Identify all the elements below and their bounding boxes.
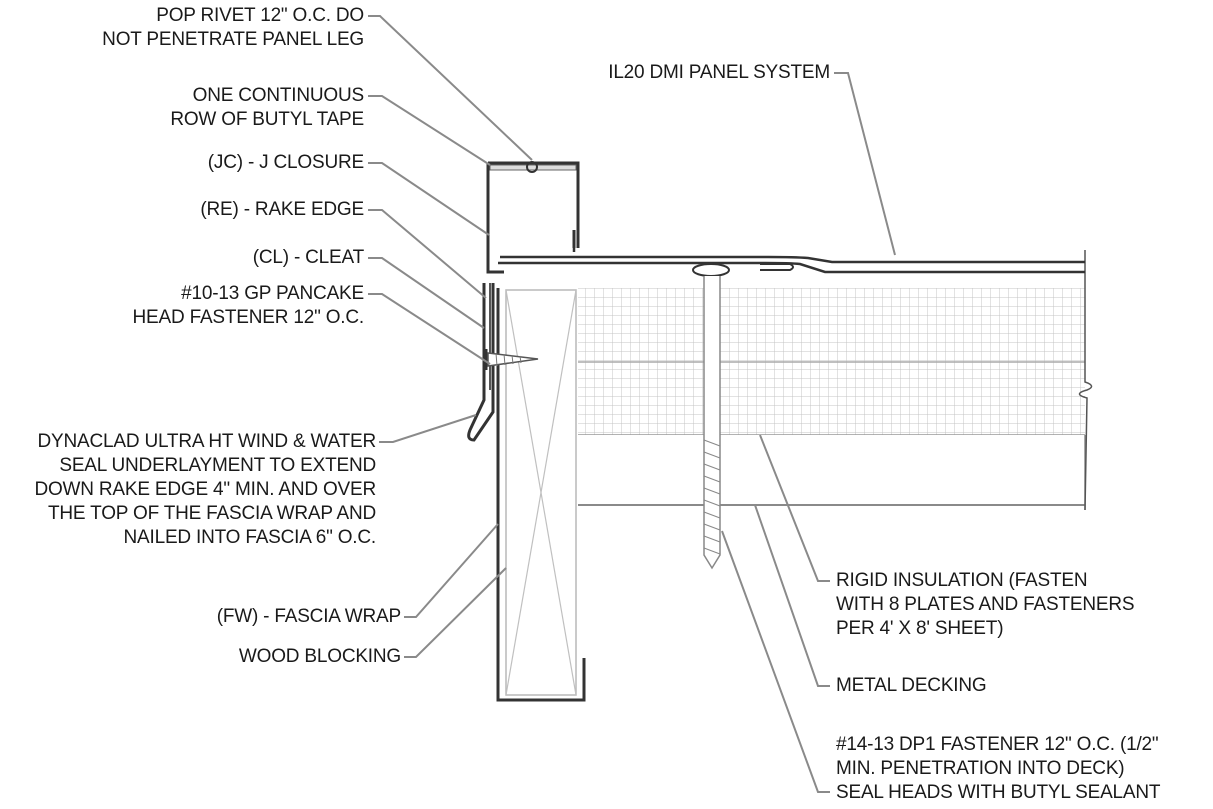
- fascia-wrap: [496, 288, 586, 702]
- rigid-insulation-line1: RIGID INSULATION (FASTEN: [836, 570, 1088, 591]
- butyl-tape-callout: ONE CONTINUOUS ROW OF BUTYL TAPE: [170, 84, 364, 132]
- rigid-insulation-line3: PER 4' X 8' SHEET): [836, 618, 1004, 639]
- rake-edge-callout: (RE) - RAKE EDGE: [200, 198, 364, 222]
- pop-rivet-callout: POP RIVET 12" O.C. DO NOT PENETRATE PANE…: [102, 4, 364, 52]
- wood-blocking-callout: WOOD BLOCKING: [239, 645, 401, 669]
- pop-rivet-line1: POP RIVET 12" O.C. DO: [156, 5, 364, 26]
- butyl-tape-line1: ONE CONTINUOUS: [192, 85, 365, 106]
- j-closure-callout: (JC) - J CLOSURE: [208, 151, 364, 175]
- underlayment-line2: SEAL UNDERLAYMENT TO EXTEND: [59, 455, 376, 476]
- rigid-insulation-callout: RIGID INSULATION (FASTEN WITH 8 PLATES A…: [836, 569, 1135, 641]
- fascia-wrap-callout: (FW) - FASCIA WRAP: [217, 605, 401, 629]
- underlayment-line3: DOWN RAKE EDGE 4" MIN. AND OVER: [34, 479, 376, 500]
- dp1-fastener-callout: #14-13 DP1 FASTENER 12" O.C. (1/2" MIN. …: [836, 733, 1161, 805]
- pancake-fastener-callout: #10-13 GP PANCAKE HEAD FASTENER 12" O.C.: [132, 282, 365, 330]
- metal-decking: [578, 435, 1086, 510]
- j-closure-label: (JC) - J CLOSURE: [207, 152, 364, 173]
- underlayment-line1: DYNACLAD ULTRA HT WIND & WATER: [37, 431, 377, 452]
- dp1-fastener: [692, 263, 730, 570]
- cleat-callout: (CL) - CLEAT: [253, 246, 364, 270]
- panel-system-label: IL20 DMI PANEL SYSTEM: [608, 62, 830, 83]
- j-closure: [486, 161, 580, 274]
- leader-lines: [368, 15, 896, 793]
- fascia-wrap-label: (FW) - FASCIA WRAP: [216, 606, 401, 627]
- pancake-fastener-line1: #10-13 GP PANCAKE: [181, 283, 364, 304]
- panel-system-callout: IL20 DMI PANEL SYSTEM: [608, 61, 830, 85]
- dp1-fastener-line1: #14-13 DP1 FASTENER 12" O.C. (1/2": [836, 734, 1159, 755]
- underlayment-callout: DYNACLAD ULTRA HT WIND & WATER SEAL UNDE…: [34, 430, 376, 550]
- pancake-head-fastener: [484, 349, 539, 370]
- dp1-fastener-line2: MIN. PENETRATION INTO DECK): [836, 758, 1125, 779]
- rake-edge-and-cleat: [467, 283, 495, 442]
- butyl-tape-and-rivet: [489, 161, 577, 173]
- rake-edge-label: (RE) - RAKE EDGE: [200, 199, 364, 220]
- cleat-label: (CL) - CLEAT: [252, 247, 364, 268]
- break-line: [1078, 250, 1093, 511]
- butyl-tape-line2: ROW OF BUTYL TAPE: [170, 109, 364, 130]
- metal-decking-callout: METAL DECKING: [836, 674, 987, 698]
- pop-rivet-line2: NOT PENETRATE PANEL LEG: [102, 29, 364, 50]
- panel-system: [498, 237, 1085, 274]
- pancake-fastener-line2: HEAD FASTENER 12" O.C.: [132, 307, 365, 328]
- underlayment-line5: NAILED INTO FASCIA 6" O.C.: [123, 527, 377, 548]
- wood-blocking-label: WOOD BLOCKING: [238, 646, 401, 667]
- rigid-insulation: [578, 288, 1085, 436]
- rigid-insulation-line2: WITH 8 PLATES AND FASTENERS: [836, 594, 1135, 615]
- wood-blocking: [505, 289, 577, 696]
- dp1-fastener-line3: SEAL HEADS WITH BUTYL SEALANT: [836, 782, 1161, 803]
- metal-decking-label: METAL DECKING: [836, 675, 987, 696]
- underlayment-line4: THE TOP OF THE FASCIA WRAP AND: [48, 503, 376, 524]
